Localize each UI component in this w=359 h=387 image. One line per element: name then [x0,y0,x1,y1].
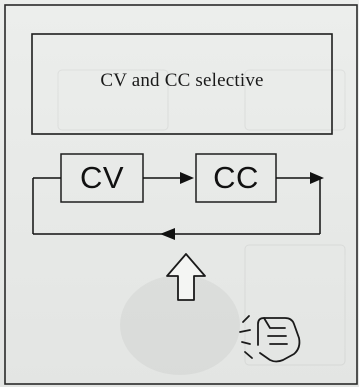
finger-press-icon [239,315,301,363]
arrow-cv-to-cc [143,172,194,184]
title-box [31,33,333,135]
loop-back-arrow [32,177,321,235]
up-arrow-outline-icon [166,253,206,301]
cc-mode-label: CC [213,160,259,195]
loop-arrowhead-right [310,172,324,184]
loop-arrowhead-left [160,228,175,240]
outer-frame [4,4,358,385]
cv-mode-label: CV [79,160,125,195]
background-artifacts [57,69,346,375]
diagram-title: CV and CC selective [100,70,264,91]
